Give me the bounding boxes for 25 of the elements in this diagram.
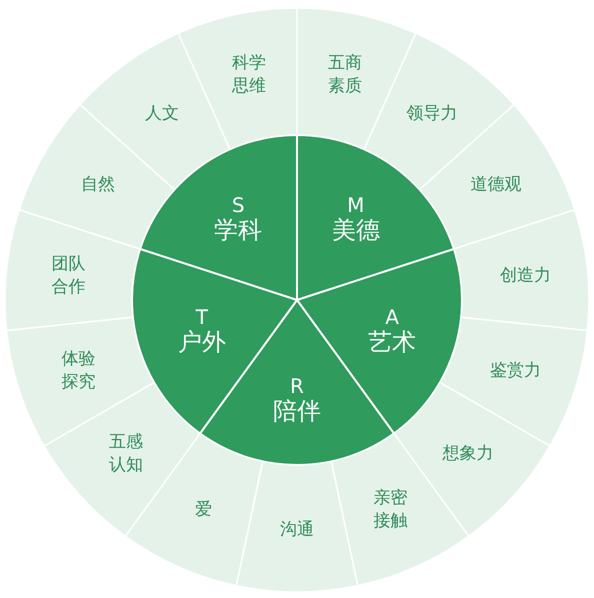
segment-label: 亲密接触: [372, 487, 409, 534]
segment-label: 团队合作: [50, 252, 86, 299]
sector-letter: A: [384, 306, 400, 328]
segment-label: 鉴赏力: [490, 360, 542, 383]
sector-letter: M: [346, 194, 366, 216]
segment-label: 自然: [80, 174, 115, 196]
sector-letter: S: [230, 194, 246, 216]
segment-label: 五感认知: [108, 430, 144, 477]
segment-label: 科学思维: [231, 52, 268, 98]
sector-label: 陪伴: [273, 397, 321, 425]
segment-label: 体验探究: [60, 348, 96, 394]
segment-label: 创造力: [500, 264, 552, 288]
segment-label: 想象力: [442, 442, 494, 466]
segment-label: 爱: [194, 498, 212, 522]
sector-letter: T: [194, 306, 209, 328]
segment-label: 沟通: [280, 518, 314, 542]
segment-label: 道德观: [470, 174, 522, 196]
segment-label: 领导力: [406, 102, 458, 126]
segment-label: 五商素质: [326, 52, 363, 98]
sector-label: 户外: [178, 328, 226, 356]
sector-label: 美德: [332, 216, 380, 244]
sector-letter: R: [289, 375, 305, 397]
segment-label: 人文: [144, 102, 179, 126]
sector-label: 艺术: [368, 328, 416, 356]
sector-label: 学科: [214, 216, 262, 244]
